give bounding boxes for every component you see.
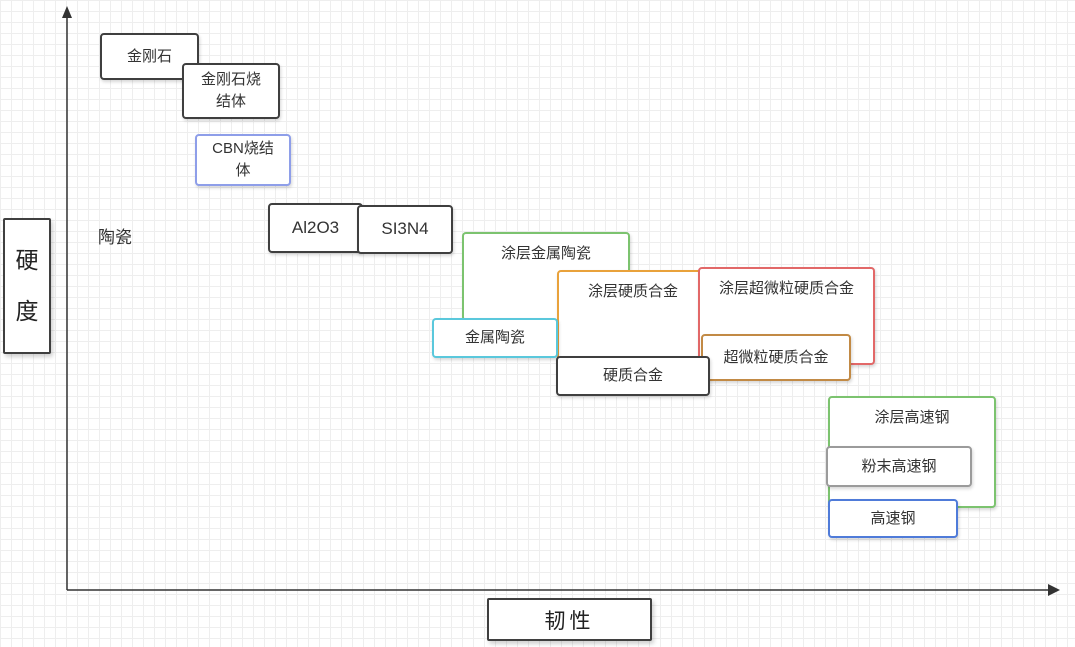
- material-box-al2o3: Al2O3: [268, 203, 363, 253]
- x-axis-arrow-icon: [1048, 584, 1060, 596]
- y-axis-label: 硬度: [15, 247, 39, 324]
- material-label-ultrafine-carbide: 超微粒硬质合金: [723, 348, 829, 366]
- material-box-powder-hss: 粉末高速钢: [826, 446, 972, 487]
- material-label-carbide: 硬质合金: [602, 367, 663, 385]
- material-label-coated-hss: 涂层高速钢: [874, 409, 950, 426]
- material-box-cermet: 金属陶瓷: [432, 318, 558, 358]
- material-label-coated-cermet: 涂层金属陶瓷: [500, 245, 591, 262]
- material-box-carbide: 硬质合金: [556, 356, 710, 396]
- material-label-coated-carbide: 涂层硬质合金: [587, 283, 678, 300]
- x-axis-label: 韧性: [544, 609, 595, 633]
- y-axis-label-box: 硬度: [3, 218, 51, 354]
- material-label-diamond: 金刚石: [126, 47, 172, 65]
- material-label-cbn-sintered: CBN烧结体: [212, 140, 274, 179]
- material-box-diamond: 金刚石: [100, 33, 199, 80]
- y-axis-arrow-icon: [62, 6, 72, 18]
- material-label-si3n4: SI3N4: [381, 219, 429, 239]
- material-box-cbn-sintered: CBN烧结体: [195, 134, 291, 186]
- material-box-diamond-sintered: 金刚石烧结体: [182, 63, 280, 119]
- material-label-cermet: 金属陶瓷: [464, 329, 525, 347]
- ceramics-label: 陶瓷: [98, 228, 132, 247]
- material-label-hss: 高速钢: [870, 509, 916, 527]
- material-label-al2o3: Al2O3: [291, 217, 340, 237]
- material-box-ultrafine-carbide: 超微粒硬质合金: [701, 334, 851, 381]
- material-box-si3n4: SI3N4: [357, 205, 453, 254]
- material-box-hss: 高速钢: [828, 499, 958, 538]
- x-axis-label-box: 韧性: [487, 598, 652, 641]
- material-box-coated-carbide: 涂层硬质合金: [557, 270, 709, 363]
- material-label-diamond-sintered: 金刚石烧结体: [200, 71, 261, 110]
- material-label-powder-hss: 粉末高速钢: [861, 457, 937, 475]
- material-label-coated-ultrafine-carbide: 涂层超微粒硬质合金: [718, 280, 854, 297]
